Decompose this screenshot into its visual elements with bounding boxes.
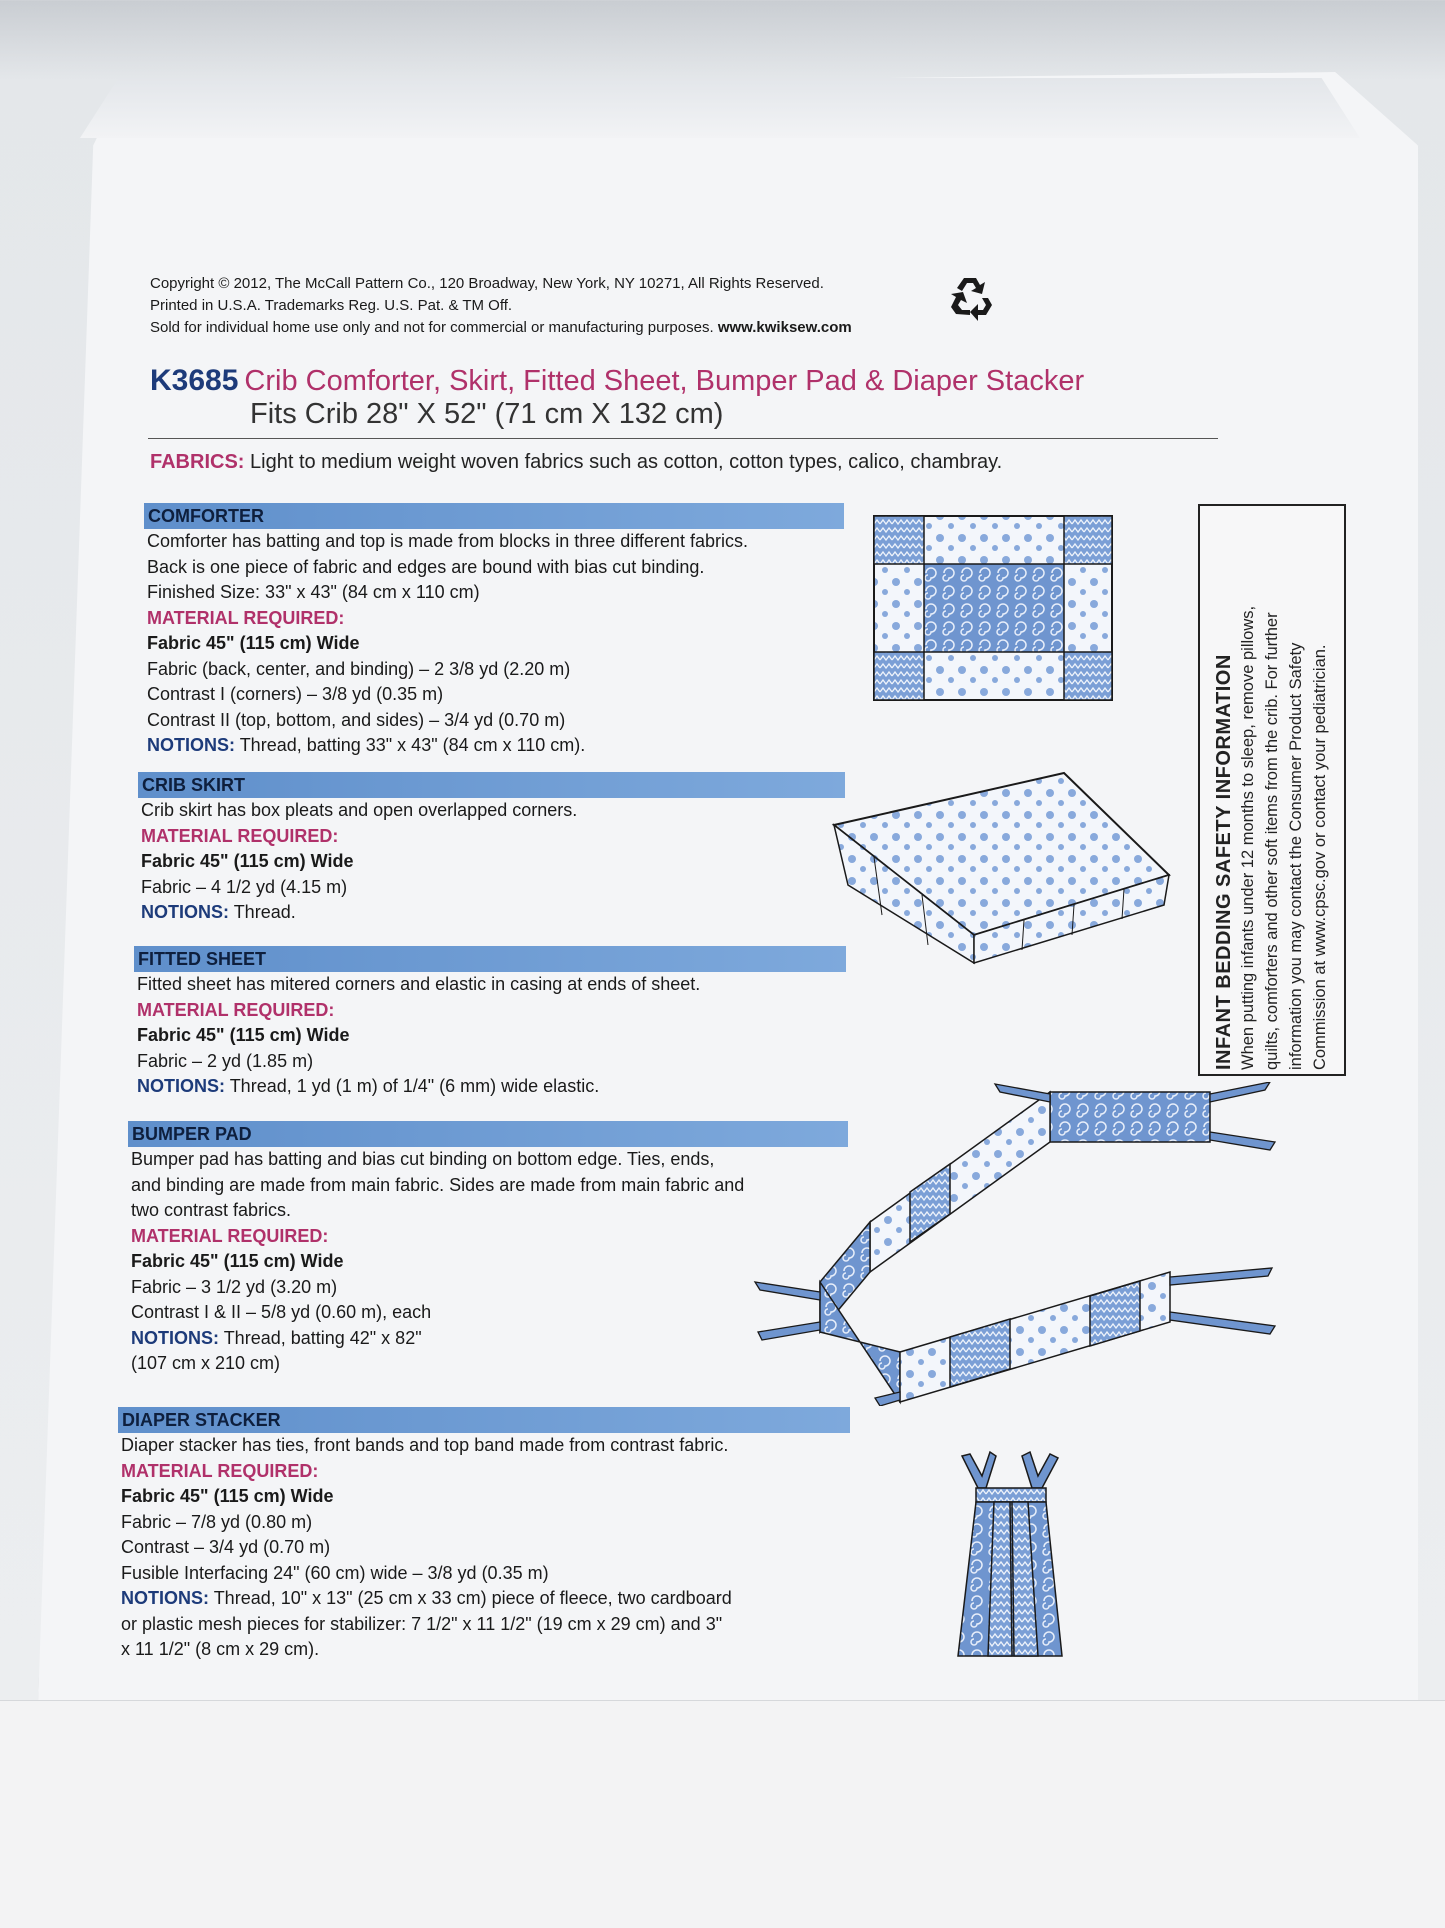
notions-text: or plastic mesh pieces for stabilizer: 7… <box>121 1613 723 1634</box>
material-item: Fabric (back, center, and binding) – 2 3… <box>147 658 571 679</box>
description: Fitted sheet has mitered corners and ela… <box>137 974 701 994</box>
finished-size: Finished Size: 33" x 43" (84 cm x 110 cm… <box>147 582 480 602</box>
fabric-width: Fabric 45" (115 cm) Wide <box>137 1025 350 1045</box>
fabric-width: Fabric 45" (115 cm) Wide <box>147 633 360 653</box>
notions-line: NOTIONS: Thread, batting 33" x 43" (84 c… <box>147 733 844 759</box>
safety-title: INFANT BEDDING SAFETY INFORMATION <box>1213 654 1235 1070</box>
material-required-label: MATERIAL REQUIRED: <box>137 999 335 1020</box>
diaper-stacker-illustration <box>957 1450 1063 1657</box>
section-crib-skirt: CRIB SKIRT Crib skirt has box pleats and… <box>138 772 845 926</box>
notions-label: NOTIONS: <box>147 735 235 755</box>
material-item: Contrast – 3/4 yd (0.70 m) <box>121 1537 331 1557</box>
notions-text: Thread, 1 yd (1 m) of 1/4" (6 mm) wide e… <box>229 1076 600 1096</box>
website-link[interactable]: www.kwiksew.com <box>717 319 852 336</box>
notions-text: (107 cm x 210 cm) <box>131 1353 281 1373</box>
notions-text: Thread, 10" x 13" (25 cm x 33 cm) piece … <box>213 1588 732 1608</box>
safety-text: When putting infants under 12 months to … <box>1239 605 1257 1070</box>
notions-label: NOTIONS: <box>121 1588 209 1608</box>
usage-text: Sold for individual home use only and no… <box>150 319 714 336</box>
material-item: Fabric – 2 yd (1.85 m) <box>137 1050 314 1071</box>
notions-line: NOTIONS: Thread, 10" x 13" (25 cm x 33 c… <box>121 1586 850 1612</box>
fabrics-line: FABRICS: Light to medium weight woven fa… <box>150 451 1002 474</box>
material-item: Fusible Interfacing 24" (60 cm) wide – 3… <box>121 1562 549 1583</box>
material-item: Contrast I & II – 5/8 yd (0.60 m), each <box>131 1302 432 1322</box>
material-item: Contrast II (top, bottom, and sides) – 3… <box>147 709 566 730</box>
divider <box>148 438 1218 439</box>
background-surface <box>0 1700 1445 1928</box>
material-item: Fabric – 4 1/2 yd (4.15 m) <box>141 876 348 897</box>
copyright-block: Copyright © 2012, The McCall Pattern Co.… <box>150 273 852 339</box>
section-heading: CRIB SKIRT <box>138 772 845 798</box>
section-heading: DIAPER STACKER <box>118 1407 850 1433</box>
safety-text: quilts, comforters and other soft items … <box>1263 612 1281 1070</box>
crib-size: Fits Crib 28" X 52" (71 cm X 132 cm) <box>250 398 724 430</box>
description: Crib skirt has box pleats and open overl… <box>141 800 578 820</box>
notions-text: Thread, batting 42" x 82" <box>223 1327 422 1348</box>
material-required-label: MATERIAL REQUIRED: <box>141 825 339 846</box>
pattern-number: K3685 <box>150 364 239 397</box>
crib-skirt-illustration <box>831 771 1171 965</box>
section-bumper-pad: BUMPER PAD Bumper pad has batting and bi… <box>128 1121 848 1377</box>
safety-text: Commission at www.cpsc.gov or contact yo… <box>1311 644 1329 1070</box>
section-heading: COMFORTER <box>144 503 844 529</box>
comforter-illustration <box>873 515 1113 701</box>
notions-line: NOTIONS: Thread, 1 yd (1 m) of 1/4" (6 m… <box>137 1074 846 1100</box>
description: Bumper pad has batting and bias cut bind… <box>131 1149 715 1169</box>
description: and binding are made from main fabric. S… <box>131 1174 745 1195</box>
notions-text: x 11 1/2" (8 cm x 29 cm). <box>121 1639 320 1659</box>
pattern-title: Crib Comforter, Skirt, Fitted Sheet, Bum… <box>244 365 1085 397</box>
envelope-flap <box>80 78 1360 138</box>
material-required-label: MATERIAL REQUIRED: <box>131 1225 329 1246</box>
fabrics-text: Light to medium weight woven fabrics suc… <box>250 451 1003 473</box>
fabrics-label: FABRICS: <box>150 451 245 473</box>
material-item: Fabric – 3 1/2 yd (3.20 m) <box>131 1276 338 1297</box>
notions-line: NOTIONS: Thread, batting 42" x 82" <box>131 1326 848 1352</box>
notions-label: NOTIONS: <box>131 1327 219 1348</box>
usage-line: Sold for individual home use only and no… <box>150 317 852 339</box>
notions-label: NOTIONS: <box>141 902 229 922</box>
section-comforter: COMFORTER Comforter has batting and top … <box>144 503 844 759</box>
trademark-line: Printed in U.S.A. Trademarks Reg. U.S. P… <box>150 297 513 314</box>
section-heading: BUMPER PAD <box>128 1121 848 1147</box>
copyright-line: Copyright © 2012, The McCall Pattern Co.… <box>150 275 824 292</box>
notions-label: NOTIONS: <box>137 1076 225 1096</box>
notions-line: NOTIONS: Thread. <box>141 900 845 926</box>
notions-text: Thread. <box>233 902 296 922</box>
description: Comforter has batting and top is made fr… <box>147 531 748 551</box>
safety-text: information you may contact the Consumer… <box>1287 642 1305 1070</box>
fabric-width: Fabric 45" (115 cm) Wide <box>121 1486 334 1506</box>
material-required-label: MATERIAL REQUIRED: <box>121 1460 319 1481</box>
material-required-label: MATERIAL REQUIRED: <box>147 607 345 628</box>
section-heading: FITTED SHEET <box>134 946 846 972</box>
infant-bedding-safety-box: INFANT BEDDING SAFETY INFORMATION When p… <box>1198 504 1346 1076</box>
fabric-width: Fabric 45" (115 cm) Wide <box>141 851 354 871</box>
description: Diaper stacker has ties, front bands and… <box>121 1435 729 1455</box>
material-item: Fabric – 7/8 yd (0.80 m) <box>121 1511 313 1532</box>
description: Back is one piece of fabric and edges ar… <box>147 556 705 577</box>
description: two contrast fabrics. <box>131 1200 292 1220</box>
section-diaper-stacker: DIAPER STACKER Diaper stacker has ties, … <box>118 1407 850 1663</box>
recycle-icon <box>951 278 992 321</box>
material-item: Contrast I (corners) – 3/8 yd (0.35 m) <box>147 684 444 704</box>
bumper-pad-illustration <box>753 1082 1277 1406</box>
fabric-width: Fabric 45" (115 cm) Wide <box>131 1251 344 1271</box>
notions-text: Thread, batting 33" x 43" (84 cm x 110 c… <box>239 735 586 755</box>
section-fitted-sheet: FITTED SHEET Fitted sheet has mitered co… <box>134 946 846 1100</box>
